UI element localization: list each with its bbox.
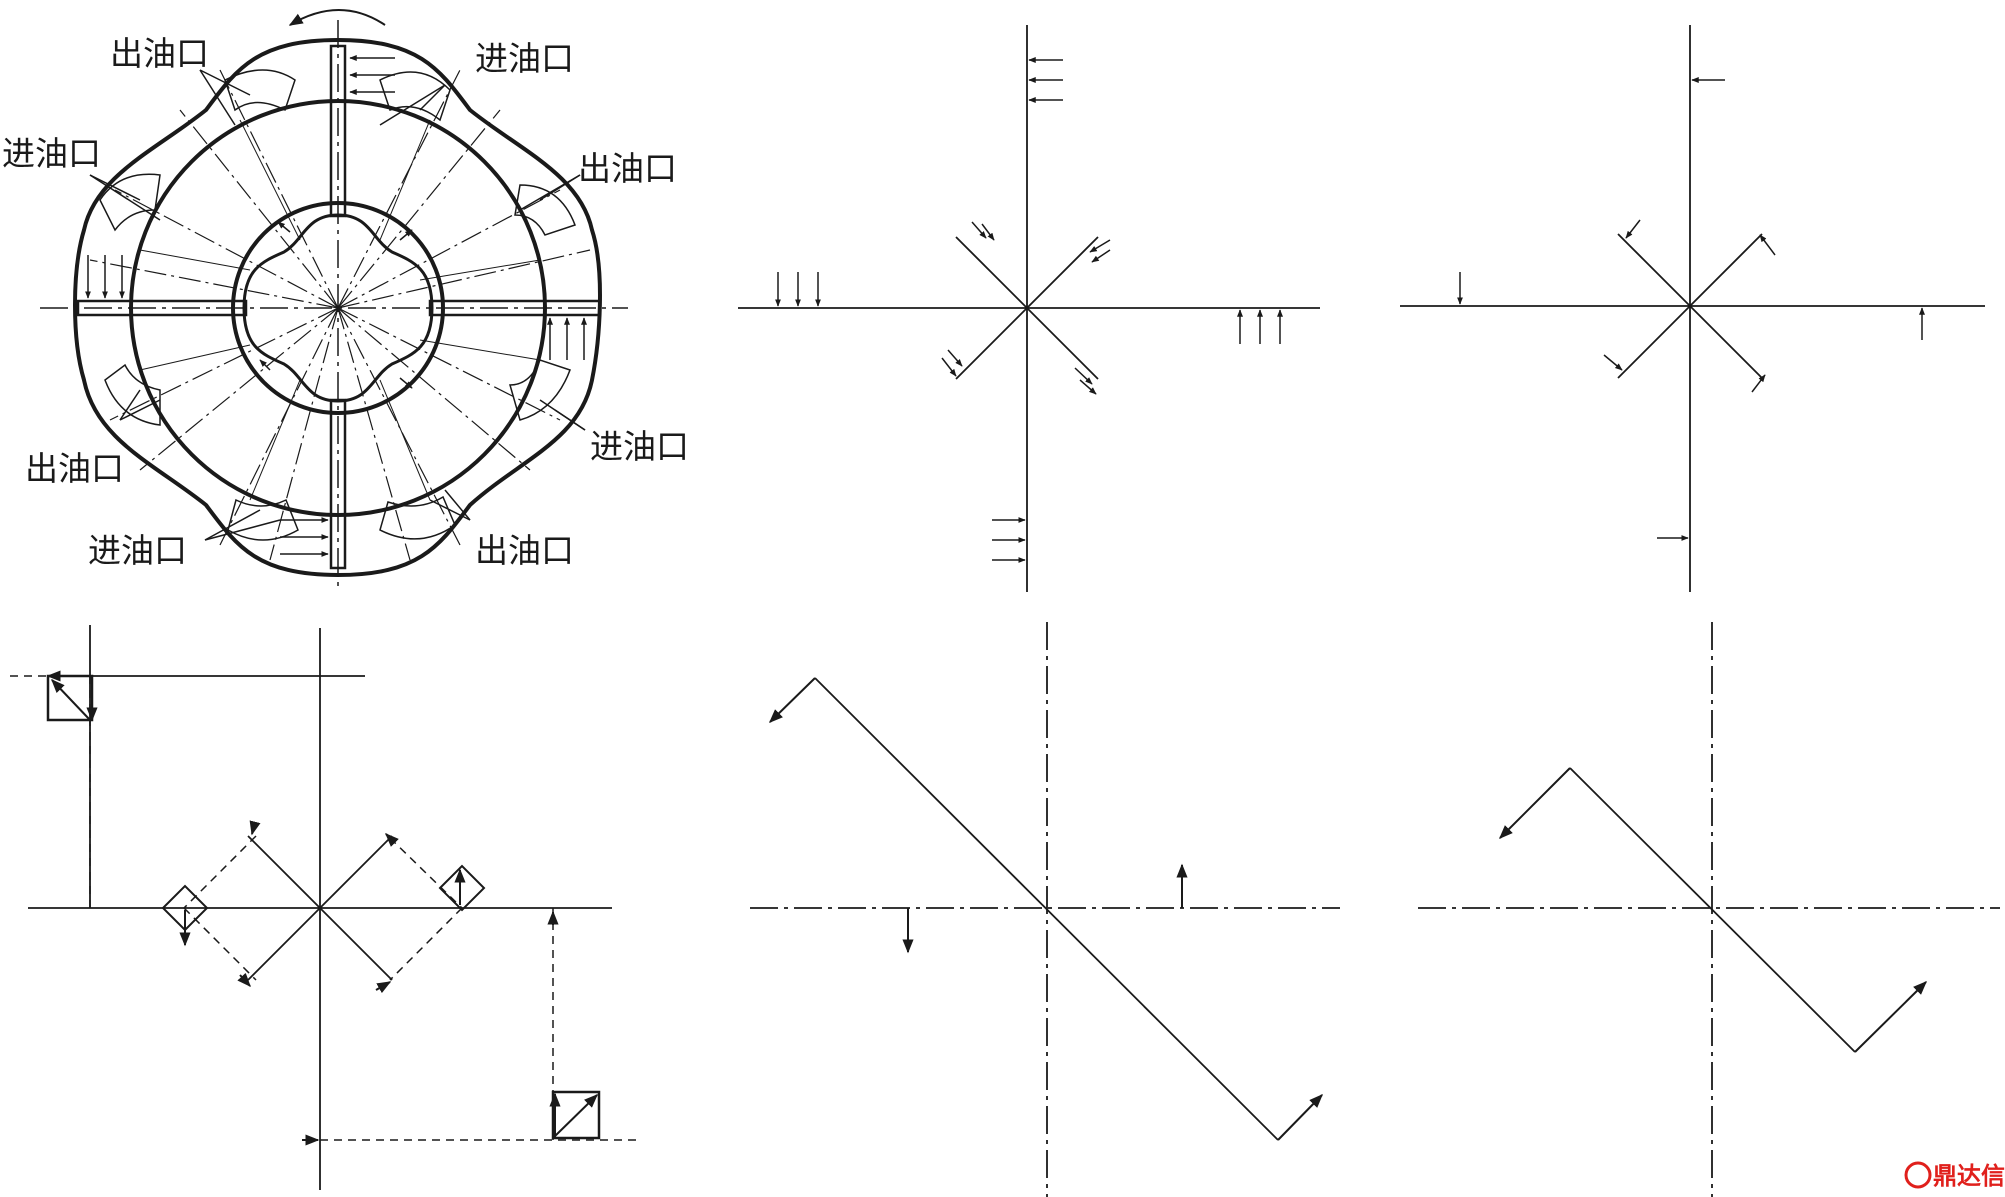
diag-nw xyxy=(1617,233,1691,307)
diag-ne xyxy=(1026,236,1099,309)
label-inlet-left: 进油口 xyxy=(2,134,101,173)
label-outlet-top-left: 出油口 xyxy=(110,34,209,73)
diag-nw xyxy=(955,236,1028,309)
vane-left xyxy=(76,299,248,317)
diag-se xyxy=(1026,307,1099,380)
vane-pressure-arrows xyxy=(85,55,587,557)
watermark-logo: 鼎达信 xyxy=(1904,1161,2005,1190)
label-outlet-right: 出油口 xyxy=(578,149,677,188)
force-arrows-p3 xyxy=(1457,77,1925,541)
tangent-lines xyxy=(139,119,541,501)
label-inlet-bottom: 进油口 xyxy=(88,531,187,570)
panel-force-decomposition xyxy=(10,625,640,1190)
label-outlet-bottom-right: 出油口 xyxy=(475,531,574,570)
watermark-text: 鼎达信 xyxy=(1933,1162,2005,1190)
rotor-ring xyxy=(231,201,445,415)
label-leaders xyxy=(89,69,586,541)
diag-ne xyxy=(1689,233,1763,307)
diag-se xyxy=(1689,305,1763,379)
panel-pump-structure: 出油口 进油口 进油口 出油口 出油口 进油口 进油口 出油口 xyxy=(2,9,689,590)
moment-line-b xyxy=(1569,767,1856,1053)
moment-line-a xyxy=(814,677,1279,1141)
vane-bottom xyxy=(329,398,347,570)
panel-moment-diagram-a xyxy=(750,622,1340,1197)
radial-lines xyxy=(89,69,591,561)
vane-right xyxy=(428,299,602,317)
label-outlet-bottom-left: 出油口 xyxy=(25,449,124,488)
diag-sw xyxy=(1617,305,1691,379)
label-inlet-right: 进油口 xyxy=(590,427,689,466)
vane-top xyxy=(329,44,347,218)
rotation-arrow xyxy=(288,9,386,26)
panel-radial-force-distribution xyxy=(738,25,1320,592)
panel-resultant-radial-force xyxy=(1400,25,1985,592)
diag-sw xyxy=(955,307,1028,380)
outer-ring xyxy=(129,99,547,517)
label-inlet-top-right: 进油口 xyxy=(475,39,574,78)
force-arrows-p2 xyxy=(775,57,1283,563)
panel-moment-diagram-b xyxy=(1418,622,2000,1197)
